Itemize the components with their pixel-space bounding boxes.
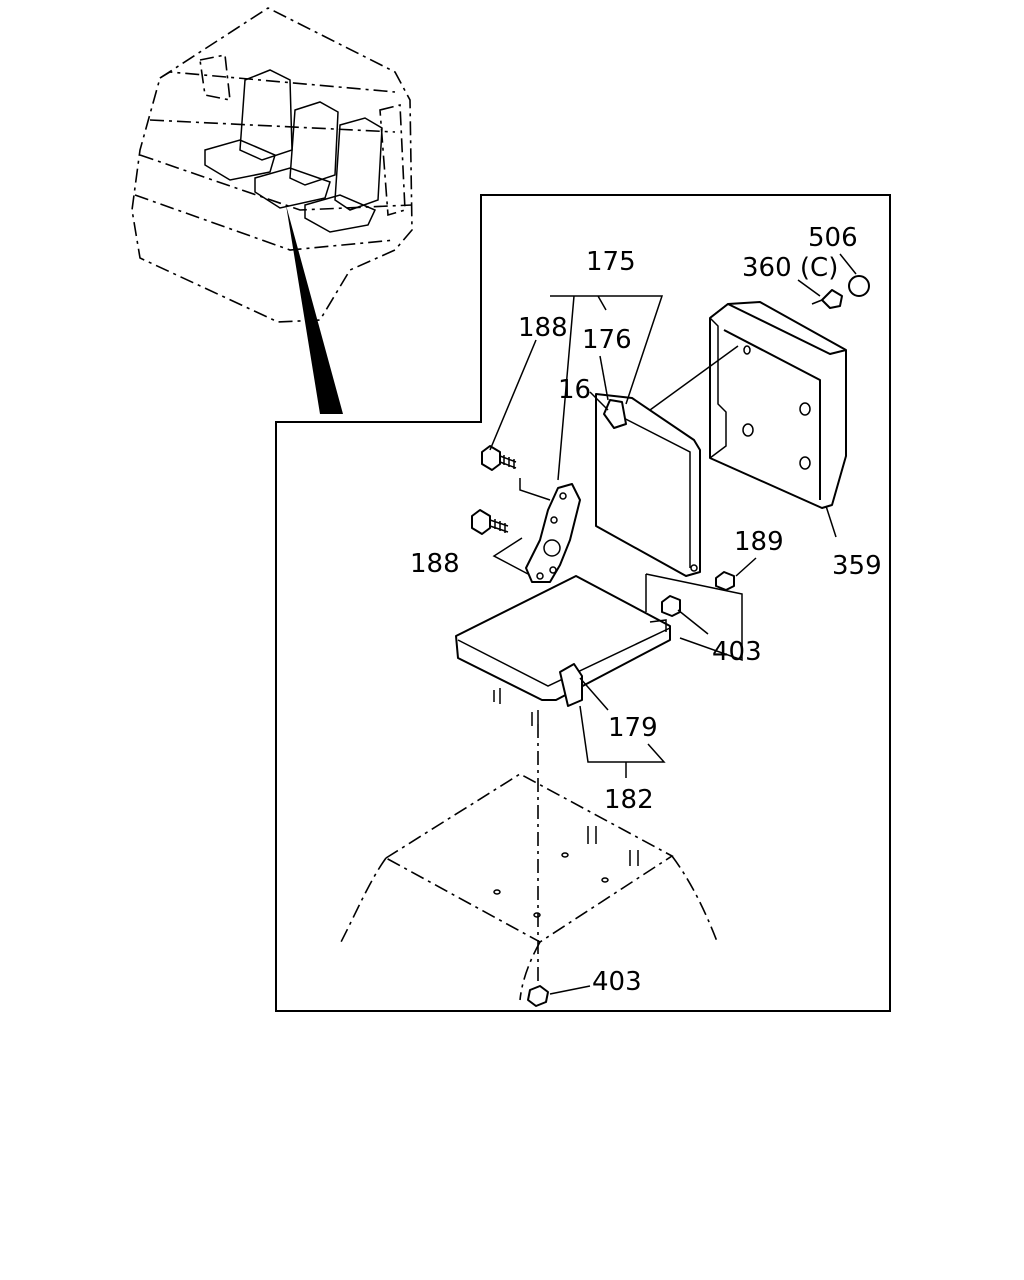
- cap-506: [848, 275, 870, 297]
- pointer-wedge: [286, 205, 343, 414]
- callout-359: 359: [832, 551, 882, 581]
- leader-lines: [489, 253, 857, 995]
- cab-overview: [131, 7, 413, 414]
- callout-175: 175: [586, 247, 636, 277]
- callout-188-bottom: 188: [410, 549, 460, 579]
- callout-403-right: 403: [712, 637, 762, 667]
- seat-cushion: [455, 575, 671, 726]
- callout-182: 182: [604, 785, 654, 815]
- callout-506: 506: [808, 223, 858, 253]
- callout-176: 176: [582, 325, 632, 355]
- nut-403-right: [645, 573, 743, 662]
- seat-back-frame: [595, 393, 701, 577]
- callouts: 175 188 176 16 188 506 360 (C) 359 189 4…: [410, 223, 882, 997]
- callout-16: 16: [558, 375, 591, 405]
- hinge-bracket: [525, 483, 581, 583]
- nut-189: [715, 571, 735, 591]
- bolt-188-bottom: [471, 509, 529, 575]
- bolt-188-top: [481, 445, 551, 501]
- callout-360: 360 (C): [742, 253, 838, 283]
- callout-179: 179: [608, 713, 658, 743]
- nut-403-bottom: [527, 985, 549, 1007]
- detail-frame: [275, 194, 891, 1012]
- seat-back-cover: [709, 301, 847, 509]
- callout-189: 189: [734, 527, 784, 557]
- callout-188-top: 188: [518, 313, 568, 343]
- fastener-360: [811, 289, 843, 309]
- floor-base: [339, 773, 719, 1001]
- callout-403-bottom: 403: [592, 967, 642, 997]
